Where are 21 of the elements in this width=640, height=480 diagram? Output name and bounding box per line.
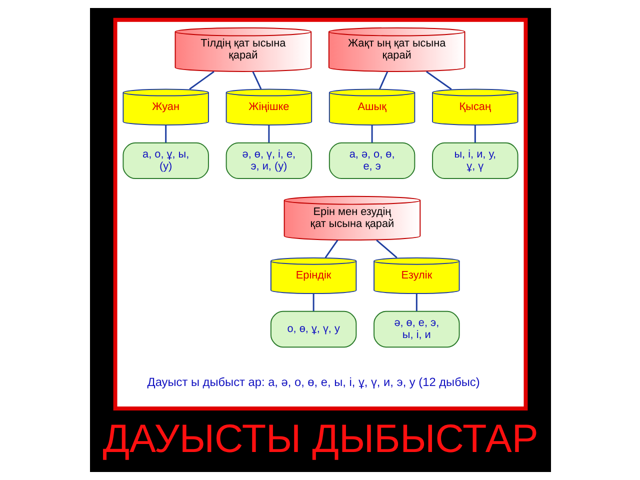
- connector: [268, 125, 270, 143]
- connector: [415, 294, 417, 312]
- node-box: а, ә, о, ө, е, э: [328, 142, 415, 180]
- node-box: о, ө, ұ, ү, у: [270, 310, 356, 348]
- connector: [378, 71, 388, 90]
- node-box: а, о, ұ, ы, (у): [122, 142, 208, 180]
- connector: [324, 240, 338, 258]
- node-box: ә, ө, ү, і, е, э, и, (у): [225, 142, 312, 180]
- connector: [312, 294, 314, 312]
- diagram-title: ДАУЫСТЫ ДЫБЫСТАР: [102, 417, 538, 462]
- node-box: ы, і, и, у, ұ, ү: [432, 142, 518, 180]
- connector: [188, 71, 214, 90]
- connector: [370, 125, 372, 143]
- connector: [474, 125, 476, 143]
- connector: [164, 125, 166, 143]
- connector: [376, 240, 397, 258]
- connector: [426, 71, 452, 90]
- connector: [252, 71, 262, 90]
- node-box: ә, ө, е, э, ы, і, и: [373, 310, 460, 348]
- cluster: [112, 18, 528, 411]
- label: Дауыст ы дыбыст ар: а, ә, о, ө, е, ы, і, ұ, ү, и, э, у (12 дыбыс): [146, 374, 480, 389]
